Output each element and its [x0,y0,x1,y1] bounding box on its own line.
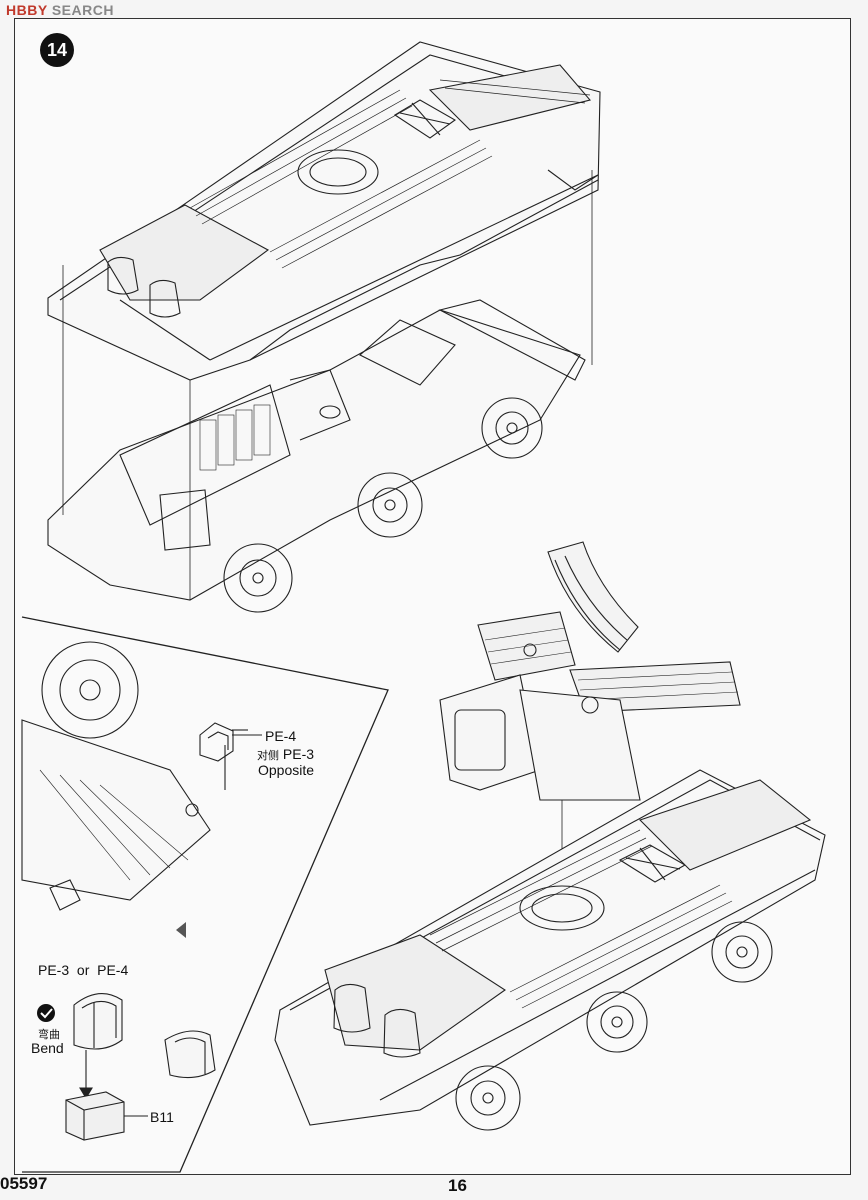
watermark: HBBY SEARCH [6,2,114,18]
chassis-wheels [223,397,543,613]
part-pe-drawings [65,993,216,1141]
label-pe3: PE-3 [282,746,315,762]
upper-hull-drawing [47,41,601,381]
label-bend-en: Bend [31,1040,64,1056]
label-pe3-or-pe4: PE-3 or PE-4 [38,962,129,978]
label-opposite-cn: 对侧 [257,750,279,762]
watermark-brand: H [6,2,17,18]
label-b11: B11 [150,1109,174,1125]
page-number: 16 [448,1176,467,1195]
label-opposite-row: 对侧 PE-3 [257,746,314,763]
chassis-drawing [47,299,586,613]
assembled-vehicle-drawing [274,769,826,1131]
watermark-brand-rest: BBY [16,2,48,18]
assembled-wheels [455,921,773,1131]
label-pe4: PE-4 [265,728,297,744]
radar-module-drawing [439,541,741,801]
alignment-lines [62,170,593,905]
step-number-badge: 14 [40,33,74,67]
label-opposite-en: Opposite [258,762,315,778]
detail-inset [21,616,389,1173]
watermark-search: SEARCH [51,2,114,18]
part-number: 05597 [0,1174,48,1193]
label-bend-cn: 弯曲 [38,1029,60,1041]
check-icon-drawing [37,1004,55,1022]
